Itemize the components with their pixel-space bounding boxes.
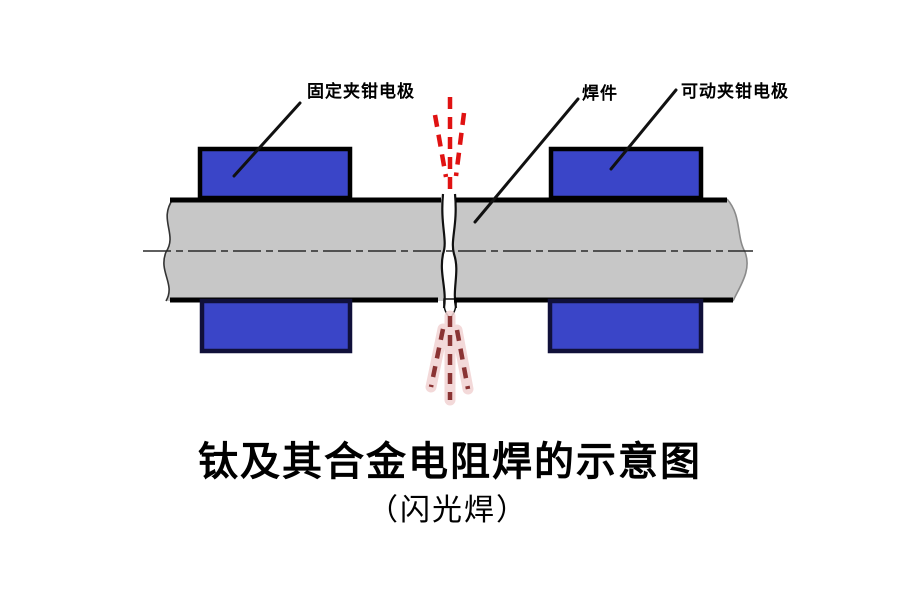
- leader-line-movable-electrode: [609, 88, 678, 171]
- workpiece-bar: [163, 199, 748, 301]
- movable-electrode-top: [548, 146, 704, 201]
- movable-electrode-bottom: [547, 298, 704, 354]
- leader-lines: [232, 88, 678, 224]
- spark-ray: [453, 112, 467, 177]
- break-line-left: [163, 198, 174, 302]
- fixed-electrode-bottom: [199, 298, 353, 354]
- break-line-right: [726, 198, 748, 302]
- spark-ray: [432, 114, 449, 178]
- flash-gap-edge-left: [440, 193, 446, 309]
- label-movable-electrode: 可动夹钳电极: [681, 82, 789, 101]
- fixed-electrode-top: [197, 146, 353, 201]
- flash-gap-edge-right: [451, 193, 458, 309]
- diagram-subtitle: （闪光焊）: [368, 494, 528, 527]
- flash-sparks-top: [432, 97, 467, 189]
- diagram-title: 钛及其合金电阻焊的示意图: [198, 440, 702, 484]
- flash-sparks-bottom: [428, 316, 471, 400]
- label-fixed-electrode: 固定夹钳电极: [307, 82, 415, 101]
- leader-line-workpiece: [473, 97, 580, 224]
- spark-ray: [454, 329, 471, 390]
- leader-line-fixed-electrode: [232, 101, 302, 178]
- label-workpiece: 焊件: [582, 84, 618, 103]
- spark-ray: [428, 328, 446, 388]
